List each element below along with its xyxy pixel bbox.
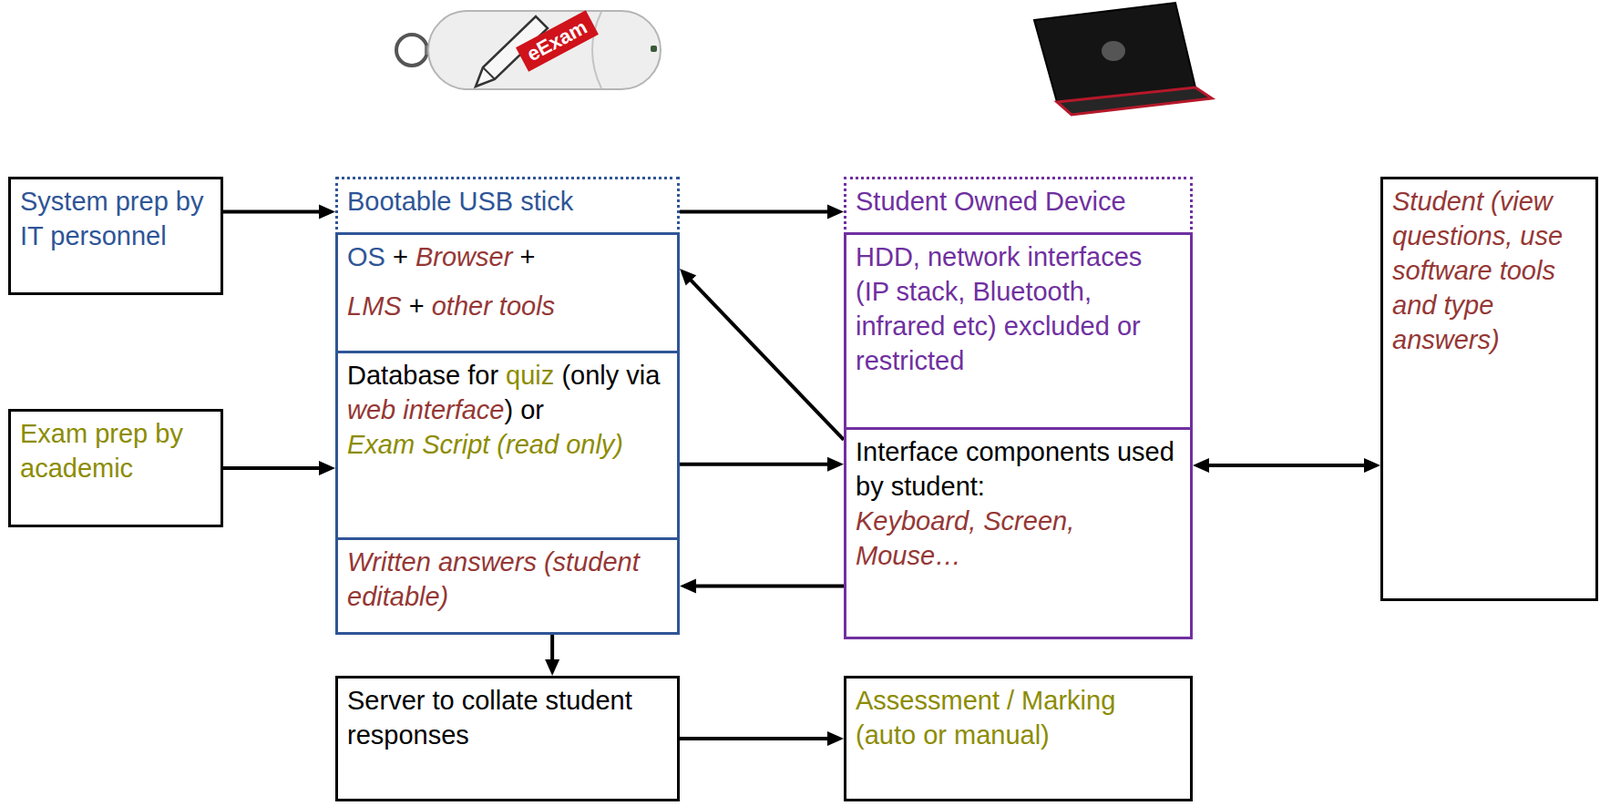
- node-text: ) or: [504, 395, 545, 425]
- node-text: Browser: [415, 242, 513, 272]
- node-text: other tools: [431, 291, 555, 321]
- stack-box: OS + Browser +LMS + other tools: [335, 232, 680, 354]
- node-text: Exam prep by academic: [20, 416, 212, 486]
- process-box: Server to collate student responses: [335, 676, 680, 802]
- node-text: LMS: [347, 291, 402, 321]
- arrow-head: [1364, 458, 1381, 473]
- node-text: Database for: [347, 360, 499, 390]
- node-text: quiz: [505, 360, 554, 390]
- arrow-line: [679, 209, 830, 214]
- connector-arrow: [1192, 458, 1381, 473]
- connector-arrow: [544, 635, 560, 677]
- pencil-line: [482, 67, 495, 80]
- usb-stick-illustration: [396, 10, 661, 90]
- connector-arrow: [679, 457, 844, 472]
- node-text: Exam Script (read only): [347, 430, 624, 460]
- node-text: Interface components used by student:: [855, 434, 1181, 504]
- node-text: Keyboard, Screen, Mouse…: [855, 503, 1181, 574]
- node-text: +: [409, 291, 425, 321]
- node-text: Student (view questions, use software to…: [1392, 184, 1587, 358]
- node-text: Student Owned Device: [855, 184, 1181, 219]
- node-text: Bootable USB stick: [347, 184, 668, 219]
- process-box: Exam prep by academic: [8, 409, 224, 528]
- connector-arrow: [679, 204, 844, 219]
- arrow-line: [694, 584, 844, 589]
- node-text: OS: [347, 242, 386, 272]
- arrow-head: [318, 461, 336, 476]
- stack-box: Written answers (student editable): [335, 537, 680, 636]
- process-box: Assessment / Marking (auto or manual): [843, 676, 1193, 802]
- node-text: (only via: [561, 360, 660, 390]
- arrow-head: [827, 457, 844, 472]
- node-text: Server to collate student responses: [347, 683, 668, 753]
- connector-arrow: [679, 731, 844, 747]
- connector-arrow: [679, 579, 844, 595]
- arrow-head: [1192, 458, 1210, 473]
- node-text: Written answers (student editable): [347, 544, 668, 615]
- laptop-illustration: [1034, 2, 1212, 115]
- node-text: +: [519, 242, 535, 272]
- connector-arrow: [223, 204, 336, 219]
- device-header: Student Owned Device: [843, 176, 1193, 236]
- laptop-logo: [1101, 41, 1126, 62]
- process-box: System prep by IT personnel: [8, 176, 224, 296]
- stack-box: HDD, network interfaces (IP stack, Bluet…: [843, 232, 1193, 431]
- connector-arrow: [679, 268, 844, 441]
- arrow-line: [223, 209, 321, 214]
- arrow-head: [318, 204, 336, 219]
- node-text: +: [392, 242, 409, 272]
- arrow-line: [550, 635, 554, 662]
- actor-box: Student (view questions, use software to…: [1380, 176, 1599, 602]
- arrow-line: [1207, 463, 1366, 468]
- node-text: HDD, network interfaces (IP stack, Bluet…: [855, 239, 1181, 379]
- arrow-line: [689, 278, 844, 441]
- connector-arrow: [223, 461, 336, 476]
- node-text: Assessment / Marking (auto or manual): [855, 683, 1181, 753]
- key-ring: [396, 34, 428, 66]
- arrow-line: [223, 466, 321, 471]
- arrow-head: [544, 659, 560, 677]
- arrow-head: [679, 268, 697, 287]
- node-text: web interface: [347, 395, 505, 425]
- stick-body: [428, 10, 661, 90]
- stack-box: Interface components used by student:Key…: [843, 427, 1193, 640]
- arrow-line: [679, 737, 830, 741]
- node-text: System prep by IT personnel: [20, 184, 212, 254]
- led: [650, 45, 657, 52]
- arrow-line: [679, 462, 830, 467]
- arrow-head: [679, 579, 697, 595]
- stack-box: Database for quiz (only via web interfac…: [335, 350, 680, 541]
- laptop-base: [1056, 87, 1212, 115]
- cap-seam: [592, 11, 602, 89]
- laptop-lid: [1034, 2, 1196, 103]
- line-break: [347, 274, 668, 289]
- arrow-head: [827, 204, 844, 219]
- arrow-head: [827, 731, 844, 747]
- device-header: Bootable USB stick: [335, 176, 680, 236]
